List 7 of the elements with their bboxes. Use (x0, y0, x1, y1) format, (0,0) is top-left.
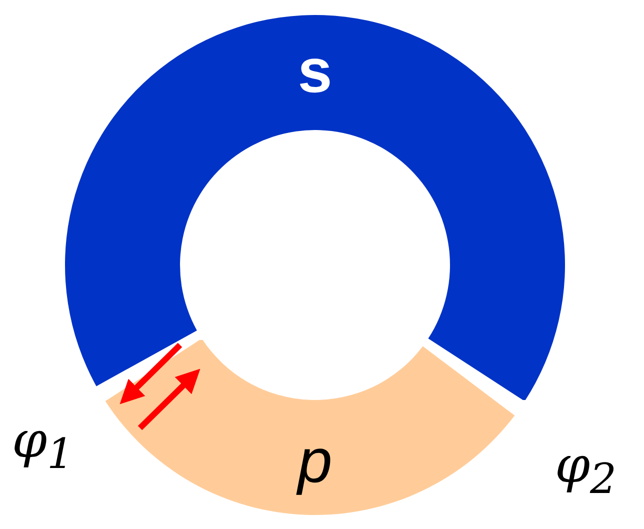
arrow (138, 368, 200, 430)
angle-label: φ$_{2}$ (555, 440, 617, 500)
segment-label: s (298, 41, 332, 103)
angle-label: φ$_{1}$ (12, 415, 74, 475)
ring-segment (65, 15, 565, 400)
segment-label: p (298, 431, 332, 493)
arrow (120, 342, 182, 404)
